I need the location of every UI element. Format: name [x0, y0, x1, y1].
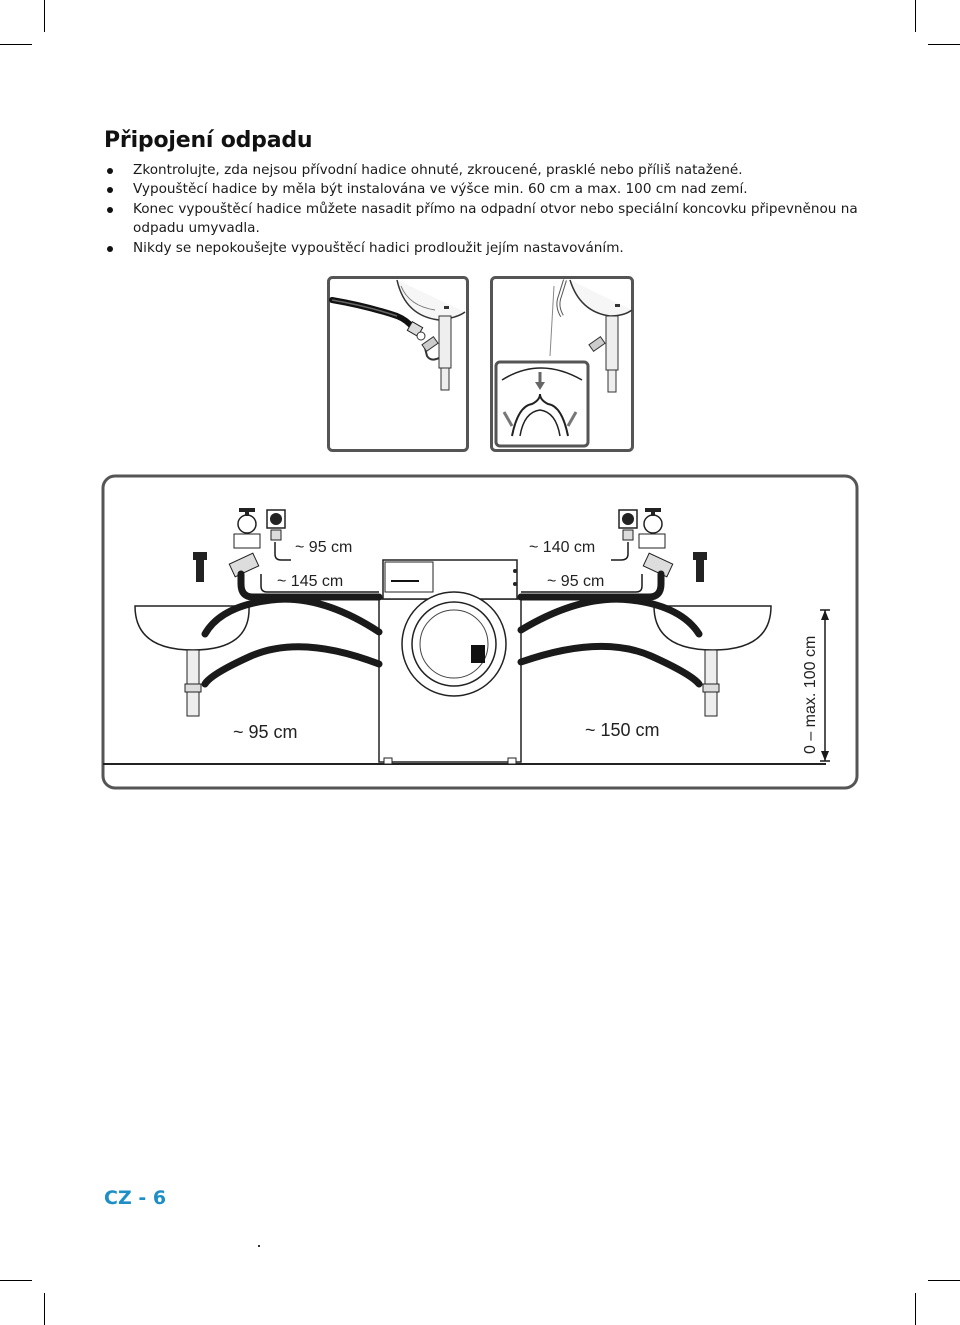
- crop-mark: [928, 44, 960, 45]
- crop-mark: [44, 0, 45, 32]
- left-tap-icon: [228, 508, 286, 578]
- bullet-icon: [107, 168, 113, 174]
- drain-connection-illustration: [327, 276, 469, 452]
- bullet-icon: [107, 206, 113, 213]
- crop-mark: [0, 1280, 32, 1281]
- list-item-text: Zkontrolujte, zda nejsou přívodní hadice…: [133, 162, 743, 178]
- section-title: Připojení odpadu: [104, 128, 313, 153]
- installation-diagram: ~ 95 cm ~ 145 cm ~ 140 cm ~ 95 cm ~ 95 c…: [101, 474, 859, 790]
- label-top-left-hose: ~ 95 cm: [295, 539, 352, 556]
- list-item: Zkontrolujte, zda nejsou přívodní hadice…: [104, 161, 874, 180]
- bullet-icon: [107, 245, 113, 252]
- label-top-left-inner: ~ 145 cm: [277, 573, 343, 590]
- crop-mark: [915, 0, 916, 32]
- list-item: Nikdy se nepokoušejte vypouštěcí hadici …: [104, 239, 874, 258]
- label-top-right-inner: ~ 95 cm: [547, 573, 604, 590]
- list-item-text: Konec vypouštěcí hadice můžete nasadit p…: [133, 200, 858, 237]
- crop-mark: [928, 1280, 960, 1281]
- crop-mark: [0, 44, 32, 45]
- page-number: CZ - 6: [104, 1187, 167, 1209]
- instruction-list: Zkontrolujte, zda nejsou přívodní hadice…: [104, 161, 874, 258]
- hose-holder-illustration: [490, 276, 634, 452]
- list-item: Vypouštěcí hadice by měla být instalován…: [104, 180, 874, 199]
- washing-machine: [378, 559, 522, 765]
- list-item-text: Vypouštěcí hadice by měla být instalován…: [133, 181, 748, 198]
- list-item-text: Nikdy se nepokoušejte vypouštěcí hadici …: [133, 239, 624, 256]
- bullet-icon: [107, 187, 113, 194]
- label-height-range: 0 – max. 100 cm: [802, 636, 819, 754]
- right-tap-icon: [618, 508, 674, 578]
- crop-mark: [44, 1293, 45, 1325]
- label-bottom-left: ~ 95 cm: [233, 722, 298, 742]
- label-bottom-right: ~ 150 cm: [585, 720, 660, 740]
- crop-mark: [915, 1293, 916, 1325]
- bolt-icon: [193, 552, 207, 582]
- list-item: Konec vypouštěcí hadice můžete nasadit p…: [104, 200, 874, 239]
- footer-mark: [258, 1245, 260, 1247]
- hoses: [201, 570, 703, 688]
- bolt-icon: [693, 552, 707, 582]
- label-top-right-hose: ~ 140 cm: [529, 539, 595, 556]
